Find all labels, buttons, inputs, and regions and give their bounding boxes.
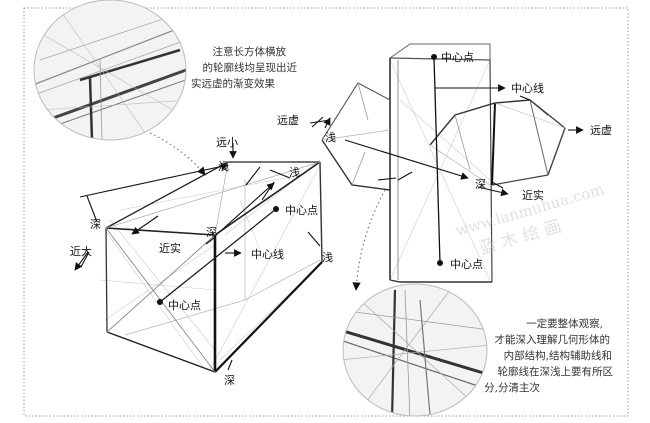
leader-arrow-bottom: [352, 189, 386, 291]
note-bottom-line-2: 才能深入理解几何形体的: [495, 333, 611, 346]
note-bottom-line-1: 一定要整体观察,: [526, 317, 603, 330]
right-cross-labels: 远虚 浅 中心点 中心线 远虚 深 近实 中心点: [277, 51, 612, 271]
left-box-arrows: [74, 143, 321, 371]
label-center-point-top-right: 中心点: [441, 51, 474, 64]
right-center-point-top: [431, 54, 437, 60]
label-near-solid-right: 近实: [522, 188, 544, 202]
right-cross-sketch: [321, 43, 566, 283]
label-far-virtual-left: 远虚: [277, 114, 299, 127]
note-bottom-line-4: 轮廓线在深浅上要有所区: [498, 365, 614, 378]
right-center-point-bottom: [437, 260, 443, 266]
label-shallow: 浅: [325, 131, 336, 144]
label-near-large: 近大: [70, 244, 92, 258]
label-shallow-top: 浅: [218, 160, 229, 173]
note-bottom: 一定要整体观察, 才能深入理解几何形体的 内部结构,结构辅助线和 轮廓线在深浅上…: [484, 317, 613, 394]
label-deep-left: 深: [90, 218, 101, 231]
label-deep-bottom: 深: [224, 374, 235, 387]
note-top-line-3: 实远虚的渐变效果: [191, 77, 275, 90]
label-far-small: 远小: [216, 136, 238, 149]
left-center-point-top: [273, 206, 279, 212]
note-top-line-2: 的轮廓线均呈现出近: [203, 61, 298, 74]
right-cross-arrows: [309, 84, 584, 197]
magnifier-top: [33, 0, 187, 141]
label-center-line-right: 中心线: [511, 81, 544, 95]
left-box-sketch: [99, 159, 326, 373]
right-center-axis: [433, 56, 441, 264]
left-center-axis: [159, 208, 277, 303]
note-bottom-line-5: 分,分清主次: [484, 381, 540, 394]
label-deep-right: 深: [475, 178, 486, 191]
label-shallow-right-bottom: 浅: [322, 251, 333, 264]
label-center-line: 中心线: [251, 247, 284, 261]
note-bottom-line-3: 内部结构,结构辅助线和: [504, 349, 612, 362]
label-shallow-right-top: 浅: [289, 166, 300, 179]
left-center-point-front: [157, 299, 163, 305]
label-deep-mid: 深: [206, 226, 217, 239]
note-top-line-1: 注意长方体横放: [213, 45, 287, 58]
label-far-virtual-right: 远虚: [590, 124, 612, 137]
left-box-labels: 远小 浅 浅 深 近大 深 中心点 近实 中心线 浅 中心点 深: [70, 136, 333, 387]
frame-border: [23, 7, 629, 417]
magnifier-bottom: [342, 283, 488, 417]
label-near-solid: 近实: [159, 241, 181, 255]
note-top: 注意长方体横放 的轮廓线均呈现出近 实远虚的渐变效果: [191, 45, 297, 90]
label-center-point-bottom-right: 中心点: [450, 258, 483, 271]
label-center-point-top: 中心点: [285, 204, 318, 217]
leader-arrow-top: [149, 132, 206, 176]
label-center-point-front: 中心点: [168, 299, 201, 312]
